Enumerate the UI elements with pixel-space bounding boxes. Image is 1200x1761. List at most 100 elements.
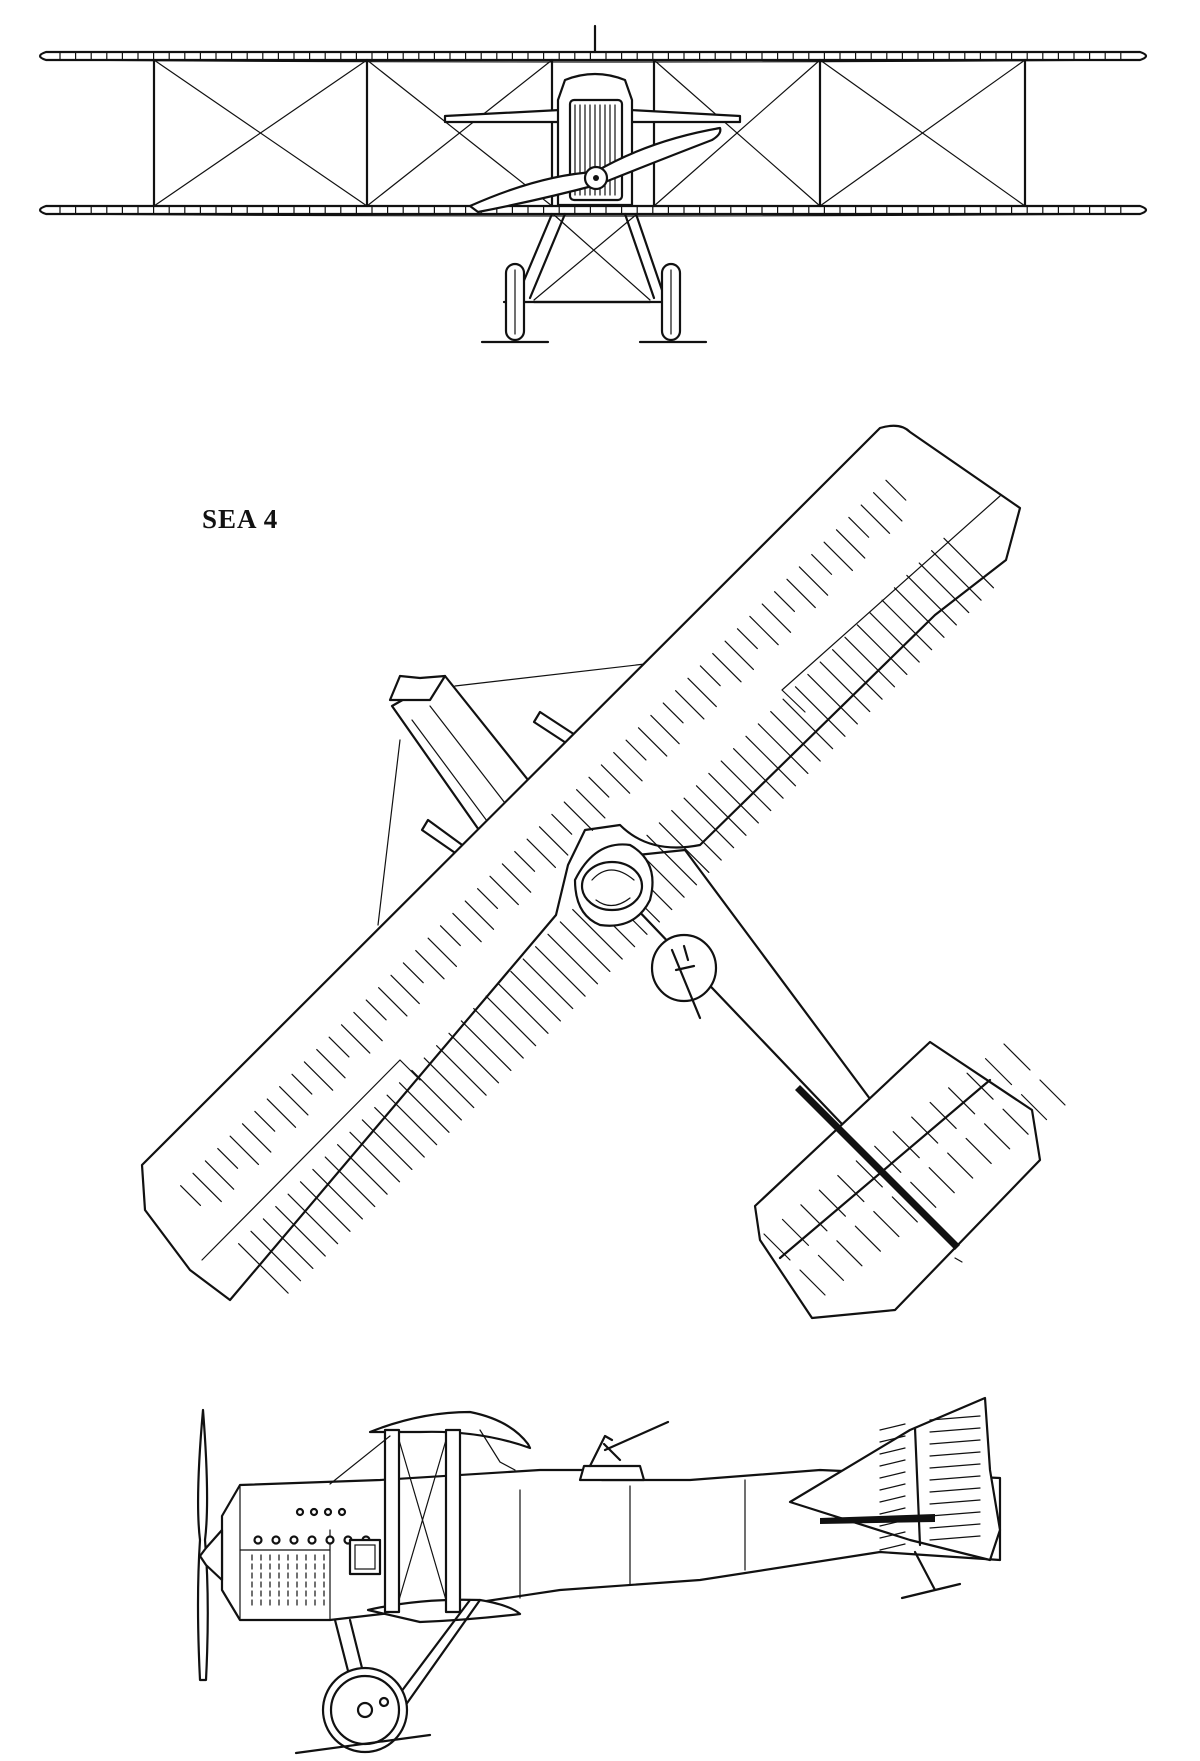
wing-rib bbox=[439, 925, 461, 947]
wing-rib bbox=[856, 624, 908, 676]
wing-rib bbox=[675, 690, 705, 720]
plan-bracing-wire bbox=[377, 663, 646, 926]
fin-rib bbox=[929, 1475, 981, 1481]
front-view bbox=[38, 24, 1148, 344]
tail-rib bbox=[910, 1181, 937, 1208]
plan-machine-gun bbox=[670, 944, 702, 1020]
wing-rib bbox=[811, 553, 833, 575]
wing-rib bbox=[340, 1024, 371, 1054]
wing-rib bbox=[798, 566, 829, 596]
tail-rib bbox=[984, 1058, 1013, 1086]
wing-rib bbox=[526, 838, 557, 869]
wing-rib bbox=[522, 958, 574, 1010]
side-wheel-hub bbox=[356, 1701, 374, 1719]
wing-rib bbox=[353, 1011, 383, 1042]
tail-rib bbox=[799, 1269, 826, 1296]
porthole bbox=[307, 1535, 317, 1545]
front-lower-wing-lower-edge bbox=[49, 213, 1137, 217]
wing-rib bbox=[869, 611, 920, 663]
fin-rib bbox=[879, 1543, 906, 1551]
wing-rib bbox=[637, 727, 668, 757]
wing-rib bbox=[786, 578, 816, 609]
wing-rib bbox=[712, 652, 742, 683]
wing-rib bbox=[299, 1181, 351, 1232]
wing-rib bbox=[683, 797, 735, 849]
wing-rib bbox=[349, 1131, 401, 1183]
plan-aileron-right bbox=[781, 495, 1001, 713]
wing-rib bbox=[402, 962, 424, 984]
wing-rib bbox=[563, 801, 594, 831]
wing-rib bbox=[749, 615, 779, 646]
tail-rib bbox=[928, 1167, 955, 1194]
wing-rib bbox=[250, 1230, 302, 1282]
tail-rib bbox=[818, 1189, 846, 1217]
wing-rib bbox=[860, 504, 891, 534]
plan-pilot-cockpit bbox=[580, 860, 644, 912]
wing-rib bbox=[501, 863, 532, 893]
wing-rib bbox=[398, 1082, 450, 1133]
fin-rib bbox=[929, 1535, 981, 1541]
side-view bbox=[196, 1396, 1002, 1755]
aircraft-designation: SEA 4 bbox=[202, 504, 279, 534]
wing-rib bbox=[436, 1045, 487, 1096]
porthole bbox=[271, 1535, 281, 1545]
tail-rib bbox=[836, 1240, 863, 1267]
side-tailplane bbox=[820, 1514, 935, 1524]
wing-rib bbox=[835, 529, 866, 559]
side-ground-line bbox=[294, 1733, 432, 1755]
tail-rib bbox=[873, 1210, 900, 1238]
wing-rib bbox=[757, 723, 809, 775]
front-lower-wing-ribs bbox=[59, 205, 1122, 215]
fin-rib bbox=[929, 1463, 981, 1469]
wing-rib bbox=[650, 714, 680, 745]
front-propeller bbox=[468, 126, 722, 214]
wing-rib bbox=[708, 772, 759, 824]
porthole bbox=[325, 1535, 335, 1545]
tail-hinge-line bbox=[778, 1078, 992, 1260]
wing-rib bbox=[873, 492, 903, 522]
wing-rib bbox=[266, 1098, 297, 1128]
tail-rib bbox=[966, 1072, 994, 1100]
plan-aileron-left bbox=[201, 1059, 421, 1261]
porthole bbox=[253, 1535, 263, 1545]
wing-rib bbox=[535, 946, 586, 997]
wing-rib bbox=[365, 999, 387, 1021]
fin-rib bbox=[929, 1511, 981, 1517]
wing-rib bbox=[538, 826, 569, 856]
wing-rib bbox=[241, 1123, 272, 1153]
wing-rib bbox=[559, 921, 611, 973]
wing-rib bbox=[881, 599, 933, 651]
tail-rib bbox=[854, 1225, 881, 1252]
wing-rib bbox=[720, 760, 772, 812]
fin-rib bbox=[929, 1415, 981, 1421]
wing-rib bbox=[893, 587, 945, 638]
tail-rib bbox=[947, 1152, 974, 1179]
wing-rib bbox=[671, 809, 722, 861]
wing-rib bbox=[229, 1135, 260, 1166]
porthole bbox=[309, 1507, 319, 1517]
wing-rib bbox=[489, 875, 519, 906]
wing-rib bbox=[774, 591, 796, 613]
wing-rib bbox=[736, 628, 758, 650]
tail-rib bbox=[837, 1174, 865, 1203]
side-spinner bbox=[198, 1528, 224, 1582]
plan-rudder bbox=[795, 1085, 960, 1250]
wing-rib bbox=[324, 1156, 376, 1208]
porthole bbox=[295, 1507, 305, 1517]
wing-rib bbox=[832, 649, 883, 700]
tail-rib bbox=[817, 1254, 845, 1281]
wing-rib bbox=[613, 751, 643, 782]
wing-rib bbox=[761, 603, 792, 633]
front-lower-wing bbox=[38, 204, 1148, 216]
wing-rib bbox=[427, 937, 458, 968]
side-fin bbox=[788, 1396, 1002, 1562]
tail-rib bbox=[929, 1101, 957, 1130]
wing-rib bbox=[238, 1243, 289, 1294]
side-fin-ribs bbox=[879, 1415, 981, 1551]
wing-rib bbox=[844, 636, 896, 688]
wing-rib bbox=[576, 789, 606, 819]
wing-rib bbox=[337, 1144, 388, 1195]
fin-rib bbox=[929, 1427, 981, 1433]
fin-rib bbox=[879, 1531, 906, 1539]
